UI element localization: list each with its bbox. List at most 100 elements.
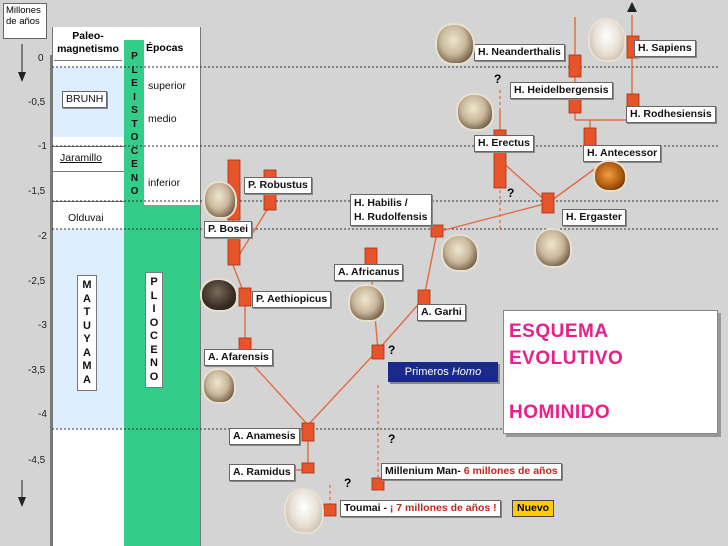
skull-image: [350, 286, 384, 320]
vertical-letter: A: [83, 292, 91, 305]
species-time-bar: [301, 422, 315, 442]
axis-tick-label: -2,5: [28, 276, 46, 287]
vertical-letter: O: [149, 370, 159, 383]
label-p-aethiopicus: P. Aethiopicus: [252, 291, 332, 308]
olduvai-label: Olduvai: [68, 212, 104, 224]
label-h-rodhesiensis: H. Rodhesiensis: [626, 106, 716, 123]
epocas-header: Épocas: [146, 42, 184, 54]
axis-tick-label: -4: [38, 409, 47, 420]
label-h-antecessor: H. Antecessor: [583, 145, 662, 162]
label-h-neanderthalis: H. Neanderthalis: [474, 44, 565, 61]
paleo-header: Paleo-magnetismo: [54, 27, 122, 61]
label-a-anamesis: A. Anamesis: [229, 428, 300, 445]
label-h-heidelbergensis: H. Heidelbergensis: [510, 82, 613, 99]
label-a-ramidus: A. Ramidus: [229, 464, 295, 481]
skull-image: [443, 236, 477, 270]
skull-image: [204, 370, 234, 402]
label-a-africanus: A. Africanus: [334, 264, 404, 281]
vertical-letter: Y: [83, 333, 91, 345]
skull-image: [458, 95, 492, 129]
vertical-letter: U: [83, 319, 91, 332]
vertical-letter: I: [152, 303, 156, 315]
vertical-letter: N: [150, 357, 158, 369]
title-line-1: ESQUEMA: [509, 321, 609, 342]
axis-title-box: Millones de años: [3, 3, 47, 39]
epoch-inferior: inferior: [148, 177, 181, 189]
pleistocene-green: [124, 40, 144, 240]
label-a-afarensis: A. Afarensis: [204, 349, 273, 366]
axis-tick-label: 0: [38, 53, 44, 64]
question-mark: ?: [388, 432, 396, 446]
skull-image: [590, 20, 624, 60]
vertical-letter: S: [131, 105, 138, 116]
vertical-letter: C: [130, 145, 139, 157]
axis-title: Millones de años: [6, 5, 41, 27]
vertical-letter: M: [82, 279, 92, 291]
primeros-homo-banner: Primeros Homo: [388, 362, 498, 382]
axis-tick-label: -0,5: [28, 97, 46, 108]
vertical-letter: M: [82, 360, 92, 372]
brunh-label: BRUNH: [62, 91, 108, 108]
skull-image: [205, 183, 235, 217]
label-h-habilis: H. Habilis / H. Rudolfensis: [350, 194, 432, 226]
skull-image: [595, 162, 625, 190]
skull-image: [286, 490, 322, 532]
axis-tick-label: -3,5: [28, 365, 46, 376]
label-millenium-man: Millenium Man- 6 millones de años: [381, 463, 562, 480]
question-mark: ?: [507, 186, 515, 200]
skull-image: [202, 280, 236, 310]
question-mark: ?: [494, 72, 502, 86]
vertical-letter: O: [130, 132, 139, 143]
epoch-superior: superior: [148, 80, 186, 92]
species-time-bar: [541, 192, 555, 214]
vertical-letter: L: [150, 289, 158, 302]
label-toumai: Toumai - ¡ 7 millones de años !: [340, 500, 501, 517]
vertical-letter: E: [131, 78, 138, 89]
title-box: [503, 310, 718, 434]
label-h-ergaster: H. Ergaster: [562, 209, 627, 226]
species-time-bar: [371, 477, 385, 491]
axis-line: [18, 44, 52, 546]
species-time-bar: [323, 503, 337, 517]
label-h-sapiens: H. Sapiens: [634, 40, 696, 57]
species-time-bar: [430, 224, 444, 238]
question-mark: ?: [388, 343, 396, 357]
title-line-2: EVOLUTIVO: [509, 348, 624, 369]
axis-tick-label: -2: [38, 231, 47, 242]
label-p-bosei: P. Bosei: [204, 221, 253, 238]
axis-tick-label: -1,5: [28, 186, 46, 197]
species-time-bar: [238, 287, 252, 307]
species-time-bar: [301, 462, 315, 474]
vertical-letter: I: [133, 91, 136, 103]
vertical-letter: P: [150, 276, 158, 288]
vertical-letter: O: [149, 316, 159, 329]
vertical-letter: P: [131, 51, 138, 62]
vertical-letter: A: [83, 373, 91, 386]
epoch-medio: medio: [148, 113, 177, 125]
vertical-letter: L: [131, 64, 138, 76]
skull-image: [536, 230, 570, 266]
species-time-bar: [371, 344, 385, 360]
title-line-3: HOMINIDO: [509, 402, 611, 423]
skull-image: [437, 25, 473, 63]
vertical-letter: E: [131, 159, 138, 170]
axis-tick-label: -4,5: [28, 455, 46, 466]
vertical-letter: N: [130, 172, 139, 184]
jaramillo-label: Jaramillo: [60, 152, 103, 164]
nuevo-badge: Nuevo: [512, 500, 555, 517]
vertical-letter: E: [150, 343, 158, 356]
label-a-garhi: A. Garhi: [417, 304, 466, 321]
vertical-letter: C: [150, 330, 158, 342]
label-p-robustus: P. Robustus: [244, 177, 312, 194]
axis-tick-label: -1: [38, 141, 47, 152]
question-mark: ?: [344, 476, 352, 490]
species-time-bar: [568, 54, 582, 78]
vertical-letter: O: [130, 186, 139, 197]
species-time-bar: [227, 234, 241, 266]
vertical-letter: T: [83, 306, 91, 318]
axis-tick-label: -3: [38, 320, 47, 331]
